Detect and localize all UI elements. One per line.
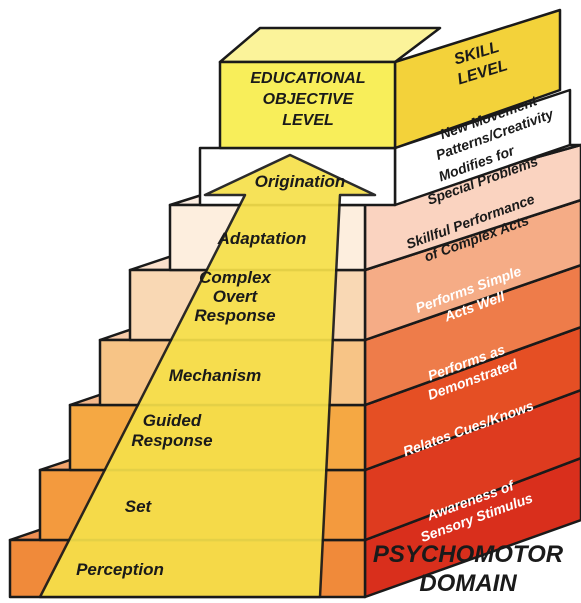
objective-label-adaptation: Adaptation [217,229,307,248]
objective-label-complex: Complex [199,268,272,287]
objective-label-overt: Overt [213,287,259,306]
objective-label-response: Response [131,431,212,450]
objective-header-line3: LEVEL [282,112,334,129]
objective-header-line1: EDUCATIONAL [250,70,365,87]
domain-title-line1: PSYCHOMOTOR [373,541,564,568]
header-box-front [218,60,397,150]
objective-header-line2: OBJECTIVE [263,91,355,108]
domain-title-line2: DOMAIN [419,570,517,597]
progression-arrow [38,153,377,599]
objective-level-header-box [218,8,562,150]
objective-label-origination: Origination [255,172,346,191]
objective-label-guided: Guided [143,411,202,430]
objective-label-mechanism: Mechanism [169,366,262,385]
objective-label-perception: Perception [76,560,164,579]
objective-label-complex-response: Response [194,306,275,325]
header-box-top [218,26,442,64]
objective-label-set: Set [125,497,153,516]
